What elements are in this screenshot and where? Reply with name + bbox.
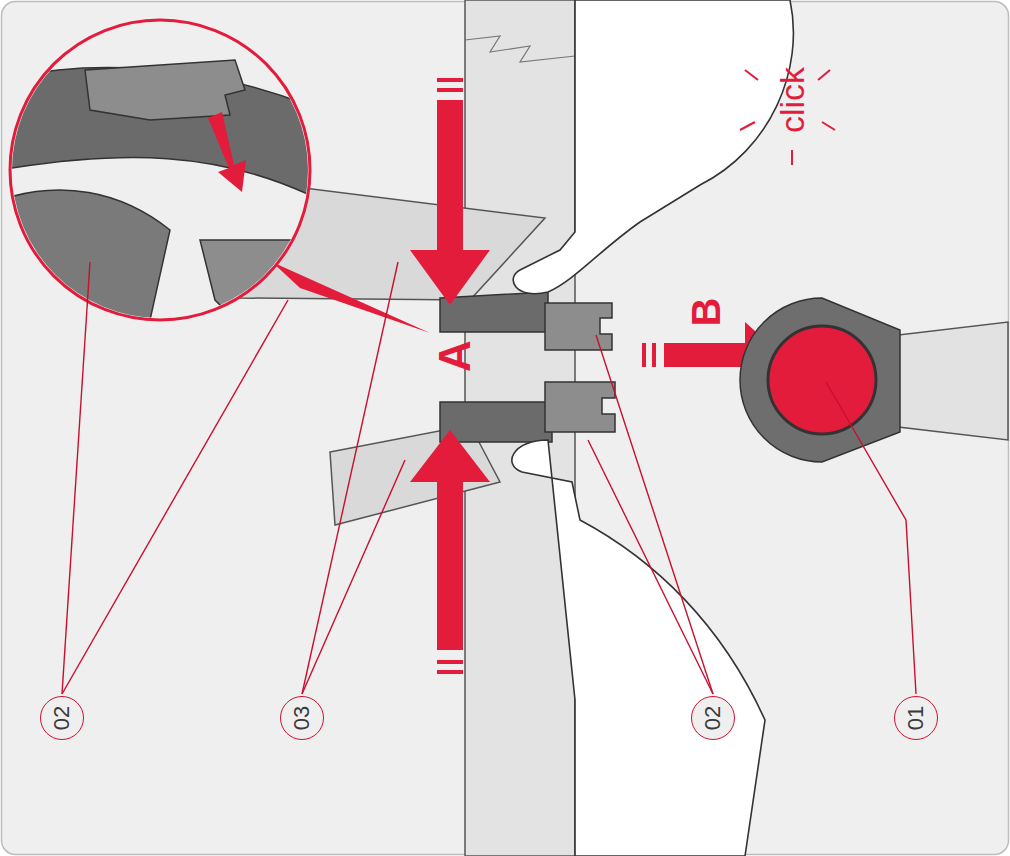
arrow-head [410, 250, 490, 305]
hand-upper [513, 0, 793, 294]
zoom-arrow [208, 112, 246, 192]
arrow-shaft [437, 100, 463, 252]
arrow-up [410, 430, 490, 674]
callout-number: 01 [905, 706, 927, 730]
burst-line [818, 70, 830, 80]
burst-line [822, 122, 835, 130]
zoom-tongue-upper [85, 60, 245, 120]
arrow-dash [437, 670, 463, 674]
tongue-tip-lower [545, 382, 615, 432]
step-letter: B [686, 298, 726, 327]
leader-line [62, 300, 288, 694]
callout-circle: 02 [40, 696, 84, 740]
arrow-head [410, 430, 490, 482]
step-letter: A [433, 340, 477, 372]
leader-line [302, 262, 398, 694]
callout-circle: 03 [280, 696, 324, 740]
buckle-strap [890, 322, 1008, 440]
callout-circle: 02 [691, 696, 735, 740]
post-break [465, 36, 575, 62]
release-button [768, 326, 876, 434]
arrow-dash [642, 343, 646, 367]
tongue-tip-upper [545, 303, 612, 350]
hand-lower [512, 440, 765, 856]
arrow-dash [437, 88, 463, 92]
burst-line [745, 70, 758, 80]
zoom-pointer [272, 262, 430, 333]
leader-line [302, 460, 405, 694]
arrow-dash [437, 78, 463, 82]
sound-label: click [775, 67, 809, 133]
leader-line [596, 335, 713, 694]
callout-number: 02 [51, 706, 73, 730]
burst-line [791, 150, 793, 165]
arrow-down [410, 78, 490, 305]
arrow-dash [437, 660, 463, 664]
leader-line [588, 440, 713, 694]
zoom-body [0, 190, 170, 320]
buckle-body [740, 298, 900, 462]
arrow-shaft [664, 343, 748, 367]
leader-line [826, 382, 916, 694]
zoom-tongue-lower [200, 240, 330, 315]
callout-circle: 01 [894, 696, 938, 740]
arrow-shaft [437, 480, 463, 650]
callout-number: 02 [702, 706, 724, 730]
tongue-upper [440, 292, 548, 332]
leader-lines [62, 262, 916, 694]
tongue-lower [440, 402, 552, 442]
callout-number: 03 [291, 706, 313, 730]
arrow-dash [652, 343, 656, 367]
leader-line [62, 262, 90, 694]
zoom-content [0, 60, 330, 320]
burst-line [740, 122, 755, 130]
